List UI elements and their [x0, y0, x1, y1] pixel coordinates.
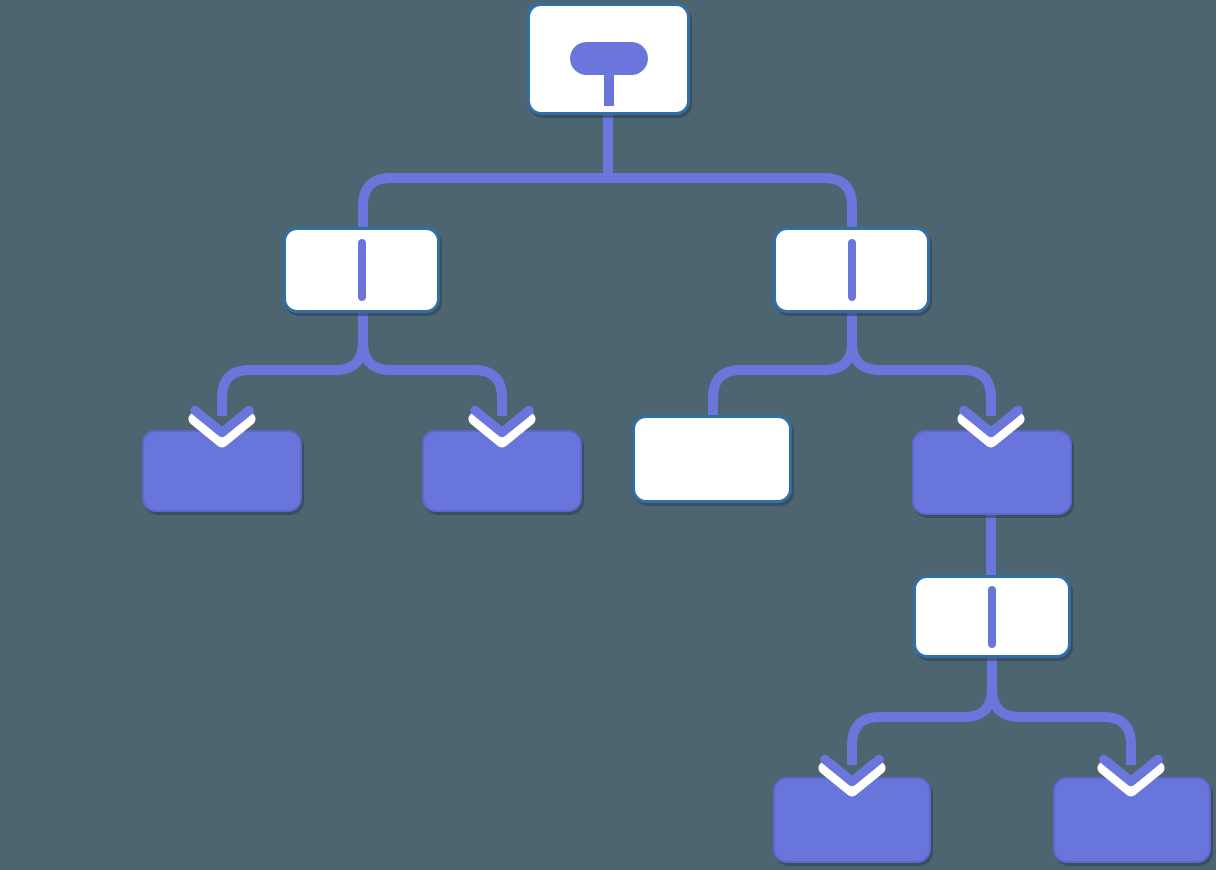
- double-chevron-down-icon: [1097, 751, 1165, 797]
- branch-right-node[interactable]: [773, 227, 930, 313]
- edge-right-split: [708, 312, 996, 417]
- root-pill-icon: [569, 42, 648, 106]
- divider-bar-icon: [847, 239, 856, 301]
- empty-leaf-node[interactable]: [632, 415, 792, 503]
- edge-bottom-split: [847, 657, 1136, 758]
- divider-bar-icon: [988, 585, 996, 648]
- root-node[interactable]: [527, 3, 690, 115]
- double-chevron-down-icon: [468, 402, 536, 448]
- branch-left-node[interactable]: [283, 227, 440, 313]
- double-chevron-down-icon: [188, 402, 256, 448]
- double-chevron-down-icon: [957, 402, 1025, 448]
- edge-level1-split: [358, 173, 857, 229]
- branch-bottom-node[interactable]: [913, 575, 1071, 658]
- edge-left-split: [217, 312, 507, 410]
- divider-bar-icon: [357, 239, 366, 301]
- double-chevron-down-icon: [818, 751, 886, 797]
